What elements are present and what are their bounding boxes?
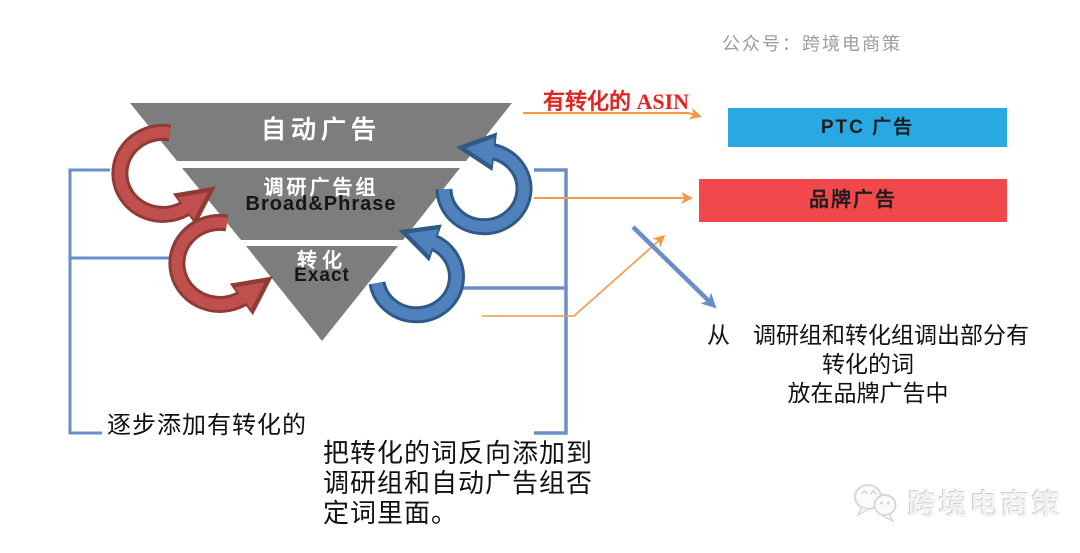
brand-note-line: 从 调研组和转化组调出部分有 — [707, 323, 1029, 348]
brand-note-line: 转化的词 — [822, 352, 914, 377]
brand-note-line: 放在品牌广告中 — [787, 381, 949, 406]
watermark-label: 跨境电商策 — [908, 489, 1064, 520]
brand-note-pointer-arrow — [631, 225, 717, 309]
funnel-level3-shape — [246, 246, 398, 341]
blue-curved-arrow-lower — [371, 229, 462, 321]
funnel-level3-sublabel: Exact — [294, 265, 350, 286]
wechat-icon — [854, 484, 897, 523]
left-bracket-note: 逐步添加有转化的 — [107, 413, 307, 439]
bottom-note-line: 定词里面。 — [323, 499, 459, 528]
ptc-ad-box — [728, 108, 1007, 147]
watermark: 跨境电商策 — [852, 481, 1063, 525]
brand-note: 从 调研组和转化组调出部分有 转化的词 放在品牌广告中 — [693, 321, 1043, 408]
bottom-note-line: 把转化的词反向添加到 — [323, 439, 594, 468]
funnel-level2-shape — [182, 168, 460, 240]
funnel-level2-label: 调研广告组 — [263, 177, 379, 199]
bottom-note-line: 调研组和自动广告组否 — [323, 469, 594, 498]
funnel-level2-sublabel: Broad&Phrase — [245, 193, 397, 215]
ptc-ad-label: PTC 广告 — [820, 117, 915, 138]
left-bracket — [68, 168, 110, 435]
brand-note-flow-arrow — [482, 235, 666, 317]
brand-ad-label: 品牌广告 — [809, 189, 897, 211]
asin-arrow-label: 有转化的 ASIN — [542, 89, 690, 114]
red-curved-arrow-lower — [171, 216, 265, 310]
funnel-level1-shape — [130, 103, 512, 161]
funnel-level1-label: 自动广告 — [260, 116, 381, 144]
wechat-account-label: 公众号：跨境电商策 — [722, 34, 902, 54]
asin-flow-arrow — [523, 107, 702, 120]
funnel-level3-label: 转化 — [297, 250, 347, 272]
right-bracket — [534, 168, 568, 435]
bottom-note: 把转化的词反向添加到 调研组和自动广告组否 定词里面。 — [323, 439, 593, 529]
red-curved-arrow-upper — [114, 126, 208, 220]
brand-ad-box — [699, 179, 1007, 222]
blue-curved-arrow-upper — [438, 137, 530, 233]
